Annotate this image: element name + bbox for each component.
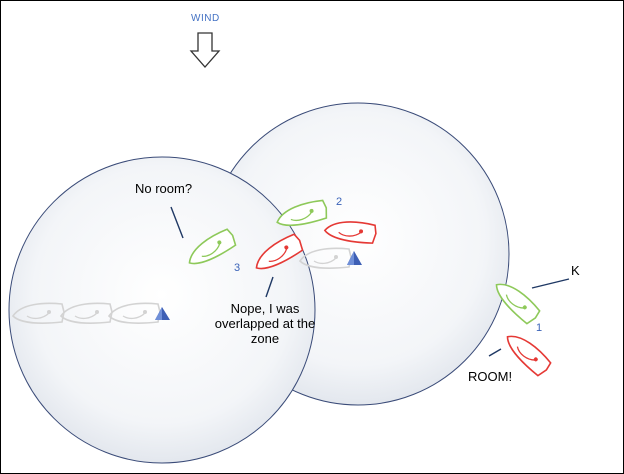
nope-line-1: Nope, I was [230,301,300,316]
nope-line-3: zone [250,331,280,346]
green-boat-3 [188,228,237,265]
red-boat-2 [323,221,377,244]
no-room-callout: No room? [135,181,193,196]
callout-line-room [488,348,502,357]
room-callout: ROOM! [468,369,513,384]
nope-overlapped-callout: Nope, I was overlapped at the zone [206,301,324,346]
wind-label: WIND [191,13,220,24]
green-boat-1 [495,283,541,325]
callout-line-nope [265,276,274,298]
boat-number-2: 2 [336,196,343,208]
boat-number-1: 1 [536,322,543,334]
mark-icon [155,307,170,320]
red-boat-1 [506,335,552,377]
k-callout: K [571,263,580,278]
callout-line-no-room [170,206,184,239]
boat-number-3: 3 [234,262,241,274]
nope-line-2: overlapped at the [214,316,316,331]
red-boat-3 [255,233,304,270]
mark-icon [347,251,362,265]
wind-arrow-icon [189,32,221,68]
callout-line-k [531,278,570,289]
green-boat-2 [276,199,328,227]
